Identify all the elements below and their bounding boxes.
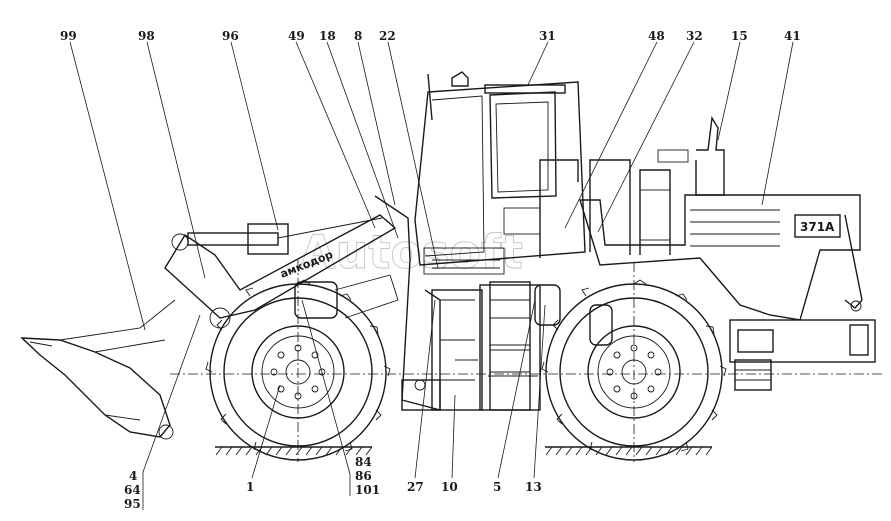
callout-13: 13 <box>525 480 542 494</box>
ground <box>215 446 713 456</box>
callout-31: 31 <box>539 29 556 43</box>
callout-98: 98 <box>138 29 155 43</box>
callout-stack-4-64-95: 4 64 95 <box>124 469 141 511</box>
cab <box>414 71 586 275</box>
callout-10: 10 <box>441 480 458 494</box>
callout-84: 84 <box>355 455 372 469</box>
callout-86: 86 <box>355 469 372 483</box>
callout-18: 18 <box>319 29 336 43</box>
engine-hood: 371A <box>579 115 863 321</box>
callout-48: 48 <box>648 29 665 43</box>
axis-lines <box>170 260 885 462</box>
ladder <box>489 281 613 411</box>
front-wheel <box>205 279 391 461</box>
watermark: Autosoft <box>300 225 523 279</box>
bucket <box>20 299 176 440</box>
handrails <box>539 159 671 258</box>
callout-15: 15 <box>731 29 748 43</box>
center-section <box>431 284 541 411</box>
callout-5: 5 <box>493 480 501 494</box>
rear-wheel <box>541 279 727 461</box>
callout-1: 1 <box>246 480 254 494</box>
leader-lines-top <box>69 41 794 331</box>
leader-lines-bottom <box>142 299 546 510</box>
callouts-top: 99 98 96 49 18 8 22 31 48 32 15 41 <box>60 29 801 43</box>
callout-8: 8 <box>354 29 362 43</box>
callout-96: 96 <box>222 29 239 43</box>
callout-22: 22 <box>379 29 396 43</box>
callout-41: 41 <box>784 29 801 43</box>
callout-64: 64 <box>124 483 141 497</box>
rear-frame <box>729 319 876 391</box>
callout-49: 49 <box>288 29 305 43</box>
callout-4: 4 <box>129 469 137 483</box>
model-decal: 371A <box>800 220 835 234</box>
callouts-bottom: 1 27 10 5 13 <box>246 480 542 494</box>
callout-99: 99 <box>60 29 77 43</box>
callout-32: 32 <box>686 29 703 43</box>
callout-95: 95 <box>124 497 141 511</box>
callout-101: 101 <box>355 483 380 497</box>
model-plate <box>794 214 841 238</box>
callout-27: 27 <box>407 480 424 494</box>
callout-stack-84-86-101: 84 86 101 <box>355 455 380 497</box>
